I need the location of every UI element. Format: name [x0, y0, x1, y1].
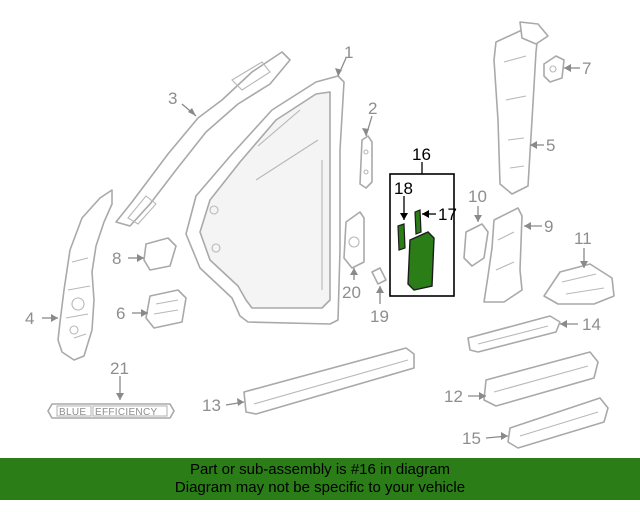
callout-numbers: 1 2 3 4 5 6 7 8 9 10 11 12 13 14 15 16 1… — [25, 43, 601, 448]
callout-18[interactable]: 18 — [394, 179, 413, 198]
part-11-floor-bracket[interactable] — [543, 263, 615, 305]
callout-10[interactable]: 10 — [468, 187, 487, 206]
part-19-bolt[interactable] — [371, 267, 387, 285]
part-2-hinge-bracket[interactable] — [359, 135, 373, 189]
banner-line-1: Part or sub-assembly is #16 in diagram — [189, 461, 451, 478]
callout-2[interactable]: 2 — [368, 99, 377, 118]
callout-19[interactable]: 19 — [370, 307, 389, 326]
part-1-door-frame[interactable] — [185, 75, 345, 325]
part-13-rocker-outer[interactable] — [243, 347, 415, 415]
part-4-a-pillar-inner[interactable] — [57, 189, 113, 361]
part-20-striker[interactable] — [343, 211, 365, 269]
callout-8[interactable]: 8 — [112, 249, 121, 268]
callout-9[interactable]: 9 — [544, 217, 553, 236]
callout-3[interactable]: 3 — [168, 89, 177, 108]
callout-5[interactable]: 5 — [546, 136, 555, 155]
part-21-badge[interactable]: BLUE EFFICIENCY — [47, 403, 175, 419]
callout-13[interactable]: 13 — [202, 396, 221, 415]
callout-7[interactable]: 7 — [582, 59, 591, 78]
part-12-rocker-reinforcement[interactable] — [483, 351, 599, 407]
callout-6[interactable]: 6 — [116, 304, 125, 323]
callout-15[interactable]: 15 — [462, 429, 481, 448]
banner-line-2: Diagram may not be specific to your vehi… — [174, 479, 466, 496]
part-15-sill-bracket[interactable] — [507, 397, 609, 449]
part-8-reinforcement[interactable] — [143, 237, 177, 271]
callout-21[interactable]: 21 — [110, 359, 129, 378]
badge-word-2: EFFICIENCY — [95, 407, 157, 418]
part-9-b-pillar-trim[interactable] — [483, 207, 523, 303]
callout-4[interactable]: 4 — [25, 309, 34, 328]
part-18-clip[interactable] — [397, 223, 406, 251]
badge-word-1: BLUE — [59, 407, 86, 418]
part-10-seal[interactable] — [463, 223, 489, 267]
callout-14[interactable]: 14 — [582, 315, 601, 334]
callout-12[interactable]: 12 — [444, 387, 463, 406]
part-3-a-pillar-upper[interactable] — [115, 51, 291, 227]
part-7-bracket[interactable] — [543, 55, 565, 83]
part-6-reinforcement-plate[interactable] — [145, 289, 187, 329]
callout-arrowheads — [51, 64, 588, 440]
notice-banner: Part or sub-assembly is #16 in diagram D… — [0, 458, 640, 500]
callout-16[interactable]: 16 — [412, 145, 431, 164]
callout-17[interactable]: 17 — [438, 205, 457, 224]
part-17-clip[interactable] — [414, 209, 422, 235]
part-16-highlighted[interactable] — [407, 231, 435, 291]
callout-20[interactable]: 20 — [342, 283, 361, 302]
callout-1[interactable]: 1 — [344, 43, 353, 62]
parts-diagram: BLUE EFFICIENCY — [25, 21, 615, 449]
part-14-rocker-upper[interactable] — [467, 315, 561, 353]
part-5-b-pillar-upper[interactable] — [493, 21, 549, 195]
callout-11[interactable]: 11 — [574, 229, 592, 248]
